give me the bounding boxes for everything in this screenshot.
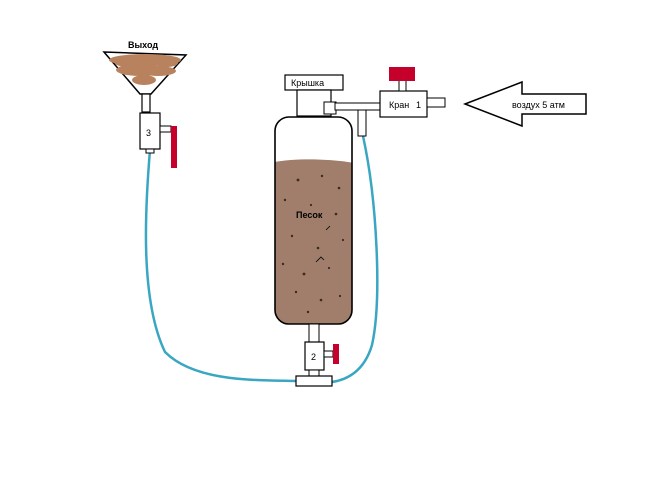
output-funnel: Выход <box>102 40 188 113</box>
valve-2-number: 2 <box>311 352 316 362</box>
lid-label: Крышка <box>291 78 324 88</box>
valve-3[interactable]: 3 <box>139 112 177 168</box>
valve-1-inlet <box>426 97 446 108</box>
funnel-neck <box>141 93 151 113</box>
air-label: воздух 5 атм <box>512 100 565 110</box>
valve-1[interactable]: Кран 1 <box>379 67 446 118</box>
valve-1-label: Кран <box>389 100 409 110</box>
valve-3-stem <box>159 125 172 133</box>
valve-2-stem <box>323 350 334 358</box>
valve-3-handle <box>171 126 177 168</box>
sand-label: Песок <box>296 210 323 220</box>
funnel-sand <box>109 54 181 85</box>
valve-2-stub <box>308 369 320 377</box>
sand-fill <box>275 159 352 324</box>
valve-3-outlet <box>145 148 155 154</box>
vessel: Песок <box>274 116 353 325</box>
valve-2-neck <box>308 323 320 343</box>
valve-2-handle <box>333 344 339 364</box>
air-arrow-shape <box>462 80 587 128</box>
air-pipe-down <box>357 109 367 137</box>
valve-1-handle <box>389 67 415 81</box>
lid: Крышка <box>284 74 344 117</box>
valve-1-number: 1 <box>416 100 421 110</box>
sand-grains <box>281 174 345 314</box>
hose-right <box>331 135 379 384</box>
valve-3-number: 3 <box>146 128 151 138</box>
lid-side-stub <box>323 101 337 115</box>
output-label: Выход <box>128 40 158 50</box>
air-arrow: воздух 5 атм <box>462 80 587 128</box>
hose-left <box>144 149 298 383</box>
valve-2[interactable]: 2 <box>295 323 339 387</box>
air-pipe-horizontal <box>334 102 382 111</box>
valve-2-tee <box>295 375 333 387</box>
